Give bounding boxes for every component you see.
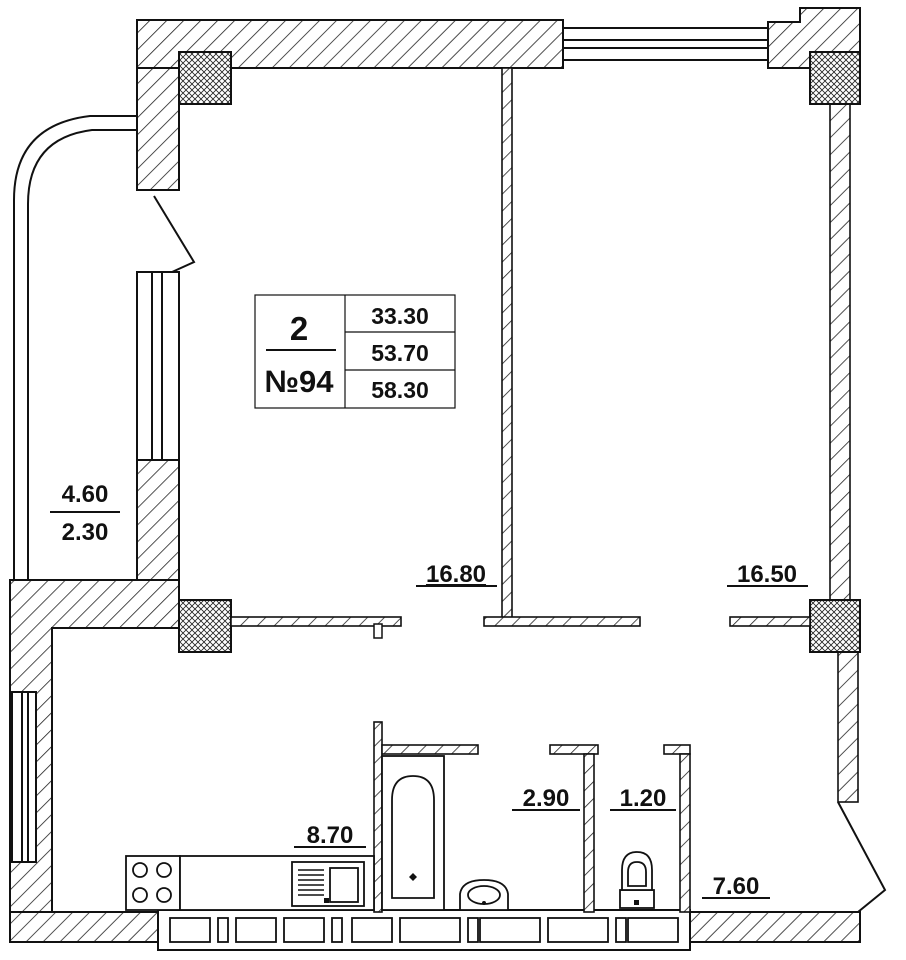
interior-walls — [230, 67, 887, 913]
kitchen-sink — [291, 861, 365, 907]
washbasin — [459, 879, 509, 911]
toilet-area: 1.20 — [620, 785, 667, 812]
kitchen-area: 8.70 — [307, 822, 354, 849]
balcony — [13, 115, 196, 580]
balcony-area: 4.60 — [62, 481, 109, 508]
balcony-area-label: 4.60 2.30 — [50, 481, 120, 546]
room-count: 2 — [290, 310, 308, 347]
room2-area: 16.50 — [737, 561, 797, 588]
balcony-area-reduced: 2.30 — [62, 519, 109, 546]
ventilation-blocks — [169, 917, 679, 943]
hallway-area: 7.60 — [713, 873, 760, 900]
apartment-number: №94 — [264, 364, 334, 399]
bathroom-area: 2.90 — [523, 785, 570, 812]
stove — [125, 855, 181, 911]
total-area-value: 53.70 — [371, 340, 429, 366]
apartment-info-box: 2 №94 33.30 53.70 58.30 — [254, 294, 456, 409]
outer-walls — [9, 7, 861, 951]
columns — [178, 51, 861, 653]
toilet — [619, 851, 655, 909]
bathtub — [381, 755, 445, 911]
room1-area: 16.80 — [426, 561, 486, 588]
living-area-value: 33.30 — [371, 303, 429, 329]
total-area-balcony-value: 58.30 — [371, 377, 429, 403]
